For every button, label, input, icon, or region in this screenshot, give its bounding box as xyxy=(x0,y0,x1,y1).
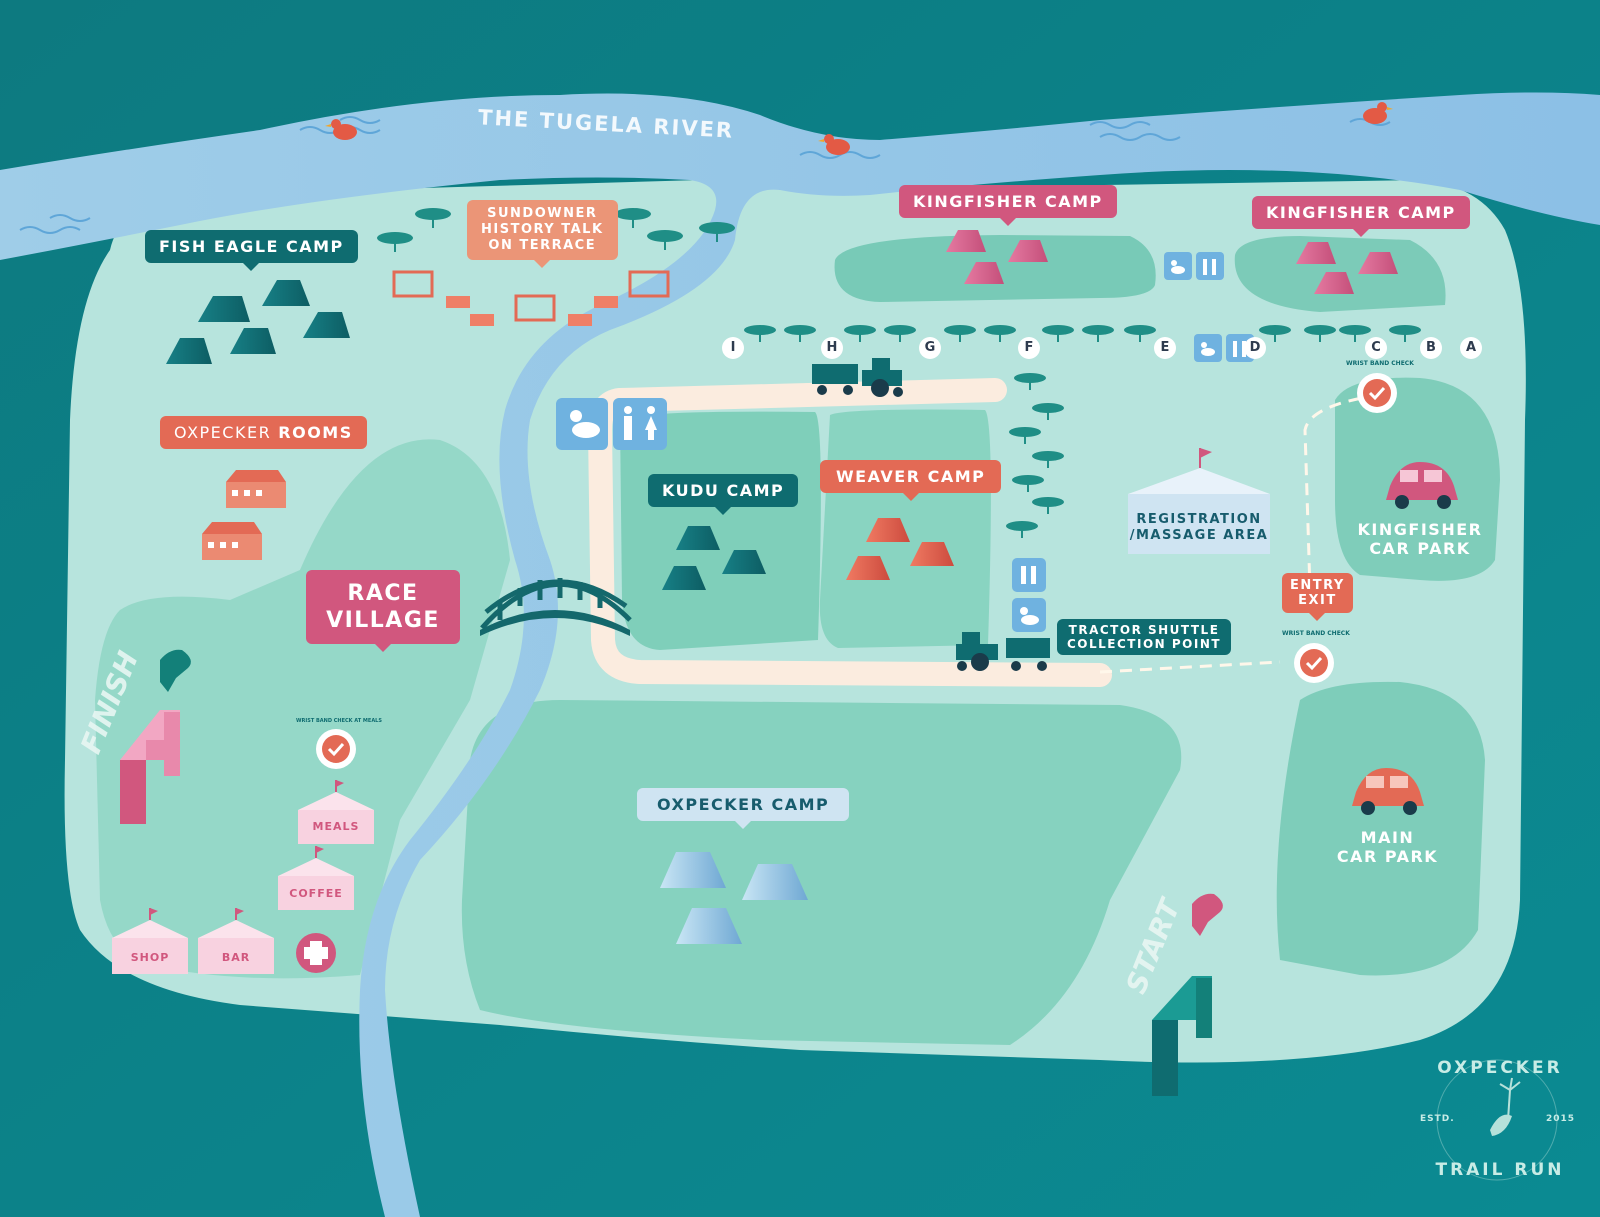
finish-gate xyxy=(120,710,180,824)
race-village-label: RACE VILLAGE xyxy=(306,570,460,652)
car-icon xyxy=(1352,768,1424,815)
wristband-check-icon xyxy=(1357,373,1397,413)
row-marker-b: B xyxy=(1420,337,1442,359)
wristband-check-meals-label: WRIST BAND CHECK AT MEALS xyxy=(296,718,382,724)
logo-bottom-text: TRAIL RUN xyxy=(1435,1160,1565,1180)
terrace-furniture xyxy=(392,270,670,326)
registration-label: REGISTRATION /MASSAGE AREA xyxy=(1128,510,1270,546)
cabin-icons xyxy=(202,470,286,560)
tractor-icon xyxy=(812,358,903,397)
kudu-camp-label: KUDU CAMP xyxy=(648,474,799,515)
bird-icon xyxy=(1192,893,1223,936)
row-marker-e: E xyxy=(1154,337,1176,359)
footbridge xyxy=(480,578,632,630)
wristband-check-label: WRIST BAND CHECK xyxy=(1346,360,1414,367)
row-marker-f: F xyxy=(1018,337,1040,359)
event-logo xyxy=(1436,1059,1558,1181)
tractor-shuttle-label: TRACTOR SHUTTLE COLLECTION POINT xyxy=(1057,619,1232,655)
oxpecker-rooms-word-1: OXPECKER xyxy=(174,423,272,442)
logo-left-text: ESTD. xyxy=(1420,1114,1455,1124)
row-marker-i: I xyxy=(722,337,744,359)
exit-label: EXIT xyxy=(1298,593,1337,608)
logo-right-text: 2015 xyxy=(1546,1114,1576,1124)
entry-exit-label: ENTRY EXIT xyxy=(1282,573,1353,621)
fish-eagle-tents xyxy=(166,280,350,364)
kingfisher-camp-label-left: KINGFISHER CAMP xyxy=(899,185,1117,226)
sundowner-label: SUNDOWNER HISTORY TALK ON TERRACE xyxy=(467,200,618,268)
registration-tent xyxy=(1128,448,1270,554)
fish-eagle-camp-label: FISH EAGLE CAMP xyxy=(145,230,358,271)
wristband-check-icon xyxy=(1294,643,1334,683)
acacia-trees xyxy=(377,208,735,252)
row-marker-a: A xyxy=(1460,337,1482,359)
main-car-park-line-1: MAIN xyxy=(1360,828,1415,847)
registration-line-2: /MASSAGE AREA xyxy=(1129,528,1269,543)
kingfisher-tents xyxy=(946,230,1398,294)
wristband-check-label: WRIST BAND CHECK xyxy=(1282,630,1350,637)
kudu-tents xyxy=(662,526,766,590)
oxpecker-rooms-label: OXPECKER ROOMS xyxy=(160,416,367,449)
row-marker-h: H xyxy=(821,337,843,359)
weaver-camp-label: WEAVER CAMP xyxy=(820,460,1002,501)
start-gate xyxy=(1152,976,1212,1096)
logo-top-text: OXPECKER xyxy=(1437,1058,1563,1078)
toilet-icon xyxy=(556,398,667,450)
race-village-line-2: VILLAGE xyxy=(326,608,440,633)
row-marker-g: G xyxy=(919,337,941,359)
car-icon xyxy=(1386,462,1458,509)
row-marker-c: C xyxy=(1365,337,1387,359)
oxpecker-tents xyxy=(660,852,808,944)
race-village-line-1: RACE xyxy=(347,581,419,606)
wristband-check-icon xyxy=(316,729,356,769)
main-car-park-label: MAIN CAR PARK xyxy=(1325,828,1450,866)
main-car-park-line-2: CAR PARK xyxy=(1336,847,1439,866)
tractor-icon xyxy=(956,632,1050,671)
kingfisher-car-park-line-1: KINGFISHER xyxy=(1357,520,1483,539)
tree-row xyxy=(744,325,1421,538)
row-marker-d: D xyxy=(1244,337,1266,359)
kingfisher-camp-label-right: KINGFISHER CAMP xyxy=(1252,196,1470,237)
duck-icon xyxy=(818,134,850,155)
meals-stall-label: MEALS xyxy=(312,820,360,833)
entry-label: ENTRY xyxy=(1290,578,1345,593)
bar-stall-label: BAR xyxy=(221,951,251,964)
sundowner-line-2: HISTORY TALK xyxy=(481,222,604,237)
first-aid-icon xyxy=(296,933,336,973)
kingfisher-car-park-line-2: CAR PARK xyxy=(1369,539,1471,558)
tractor-shuttle-line-2: COLLECTION POINT xyxy=(1067,637,1222,651)
stall-tents xyxy=(112,780,374,974)
sundowner-line-3: ON TERRACE xyxy=(488,238,597,253)
coffee-stall-label: COFFEE xyxy=(289,887,343,900)
duck-icon xyxy=(325,119,357,140)
oxpecker-rooms-word-2: ROOMS xyxy=(278,423,353,442)
duck-icon xyxy=(1363,102,1393,124)
shop-stall-label: SHOP xyxy=(130,951,170,964)
bird-icon xyxy=(160,649,191,692)
tractor-shuttle-line-1: TRACTOR SHUTTLE xyxy=(1068,623,1220,637)
registration-line-1: REGISTRATION xyxy=(1136,512,1262,527)
kingfisher-car-park-label: KINGFISHER CAR PARK xyxy=(1355,520,1485,558)
oxpecker-camp-label: OXPECKER CAMP xyxy=(637,788,850,829)
sundowner-line-1: SUNDOWNER xyxy=(487,206,598,221)
toilet-icon xyxy=(1012,252,1254,632)
weaver-tents xyxy=(846,518,954,580)
